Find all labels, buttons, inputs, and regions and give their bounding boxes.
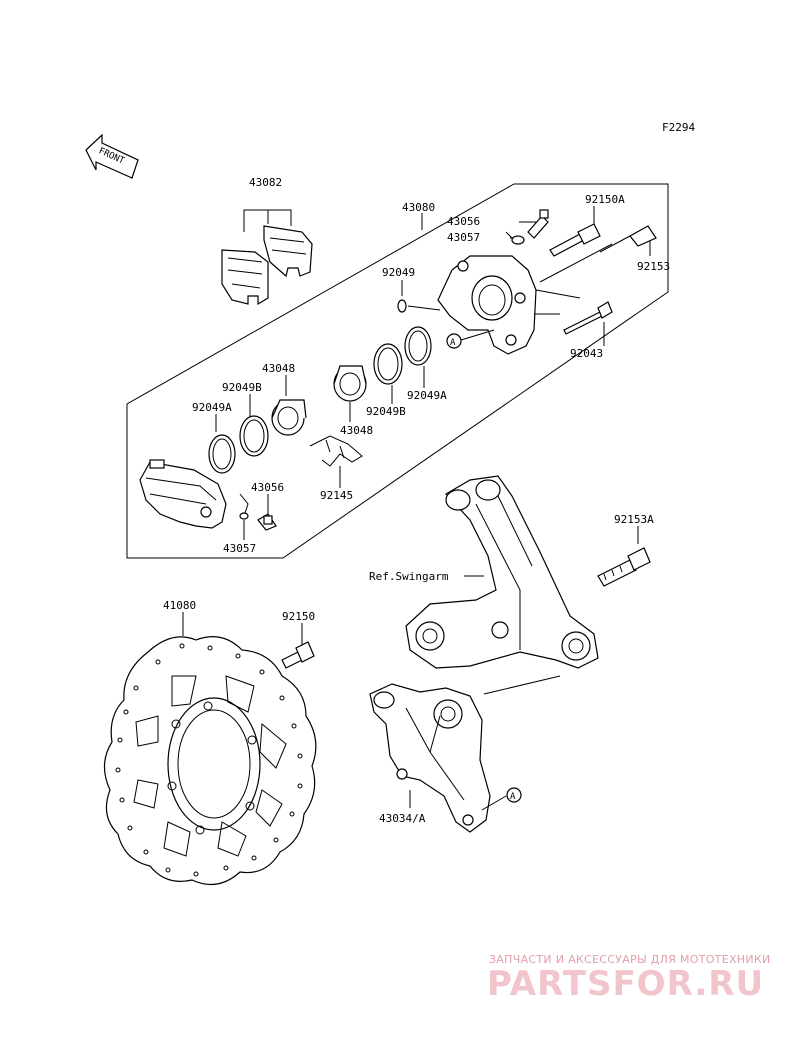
disc-bolt-92150-icon xyxy=(281,641,315,669)
axle-bolt-92153A-icon xyxy=(597,547,651,587)
bleeder-cap-icon xyxy=(505,231,525,245)
label-92150A: 92150A xyxy=(585,193,625,206)
reference-marker-bottom xyxy=(506,787,522,803)
label-92150: 92150 xyxy=(282,610,315,623)
piston-43048-lower-icon xyxy=(271,399,307,436)
label-43057-top: 43057 xyxy=(447,231,480,244)
label-43080: 43080 xyxy=(402,201,435,214)
label-43048-upper: 43048 xyxy=(340,424,373,437)
bleeder-valve-icon xyxy=(527,209,549,239)
label-92049B-upper: 92049B xyxy=(366,405,406,418)
label-43082: 43082 xyxy=(249,176,282,189)
svg-text:A: A xyxy=(450,338,456,348)
label-43056-top: 43056 xyxy=(447,215,480,228)
reference-marker-top xyxy=(446,333,462,349)
brake-pad-icon xyxy=(221,225,313,306)
label-92153A: 92153A xyxy=(614,513,654,526)
label-43048-lower: 43048 xyxy=(262,362,295,375)
caliper-group-frame xyxy=(126,183,669,559)
svg-text:A: A xyxy=(510,792,516,802)
bleeder-cap-lower-icon xyxy=(239,493,249,520)
label-43056-bottom: 43056 xyxy=(251,481,284,494)
bleeder-valve-lower-icon xyxy=(257,513,277,531)
pad-spring-92145-icon xyxy=(309,435,363,467)
piston-43048-upper-icon xyxy=(333,365,367,402)
swingarm-icon xyxy=(405,475,599,669)
label-92145: 92145 xyxy=(320,489,353,502)
label-92049A-upper: 92049A xyxy=(407,389,447,402)
label-92153: 92153 xyxy=(637,260,670,273)
watermark-tagline: ЗАПЧАСТИ И АКСЕССУАРЫ ДЛЯ МОТОТЕХНИКИ xyxy=(489,953,771,966)
caliper-bolt-92150A-icon xyxy=(549,223,601,257)
watermark-brand: PARTSFOR.RU xyxy=(487,964,764,1004)
figure-code: F2294 xyxy=(662,121,695,134)
label-92049B-lower: 92049B xyxy=(222,381,262,394)
label-ref-swingarm: Ref.Swingarm xyxy=(369,570,449,583)
caliper-bracket-body-icon xyxy=(437,255,581,355)
seal-92049B-lower-icon xyxy=(239,415,269,457)
front-arrow-icon: FRONT xyxy=(85,133,139,179)
o-ring-92049-icon xyxy=(397,299,407,313)
label-92049A-lower: 92049A xyxy=(192,401,232,414)
brake-disc-icon xyxy=(103,636,317,886)
label-41080: 41080 xyxy=(163,599,196,612)
label-92043: 92043 xyxy=(570,347,603,360)
label-92049: 92049 xyxy=(382,266,415,279)
label-43034A: 43034/A xyxy=(379,812,426,825)
pad-pin-92043-icon xyxy=(563,301,613,335)
caliper-bracket-43034A-icon xyxy=(369,683,491,833)
caliper-bolt-92153-icon xyxy=(539,225,657,283)
label-43057-bottom: 43057 xyxy=(223,542,256,555)
caliper-half-icon xyxy=(139,459,227,529)
seal-92049B-upper-icon xyxy=(373,343,403,385)
